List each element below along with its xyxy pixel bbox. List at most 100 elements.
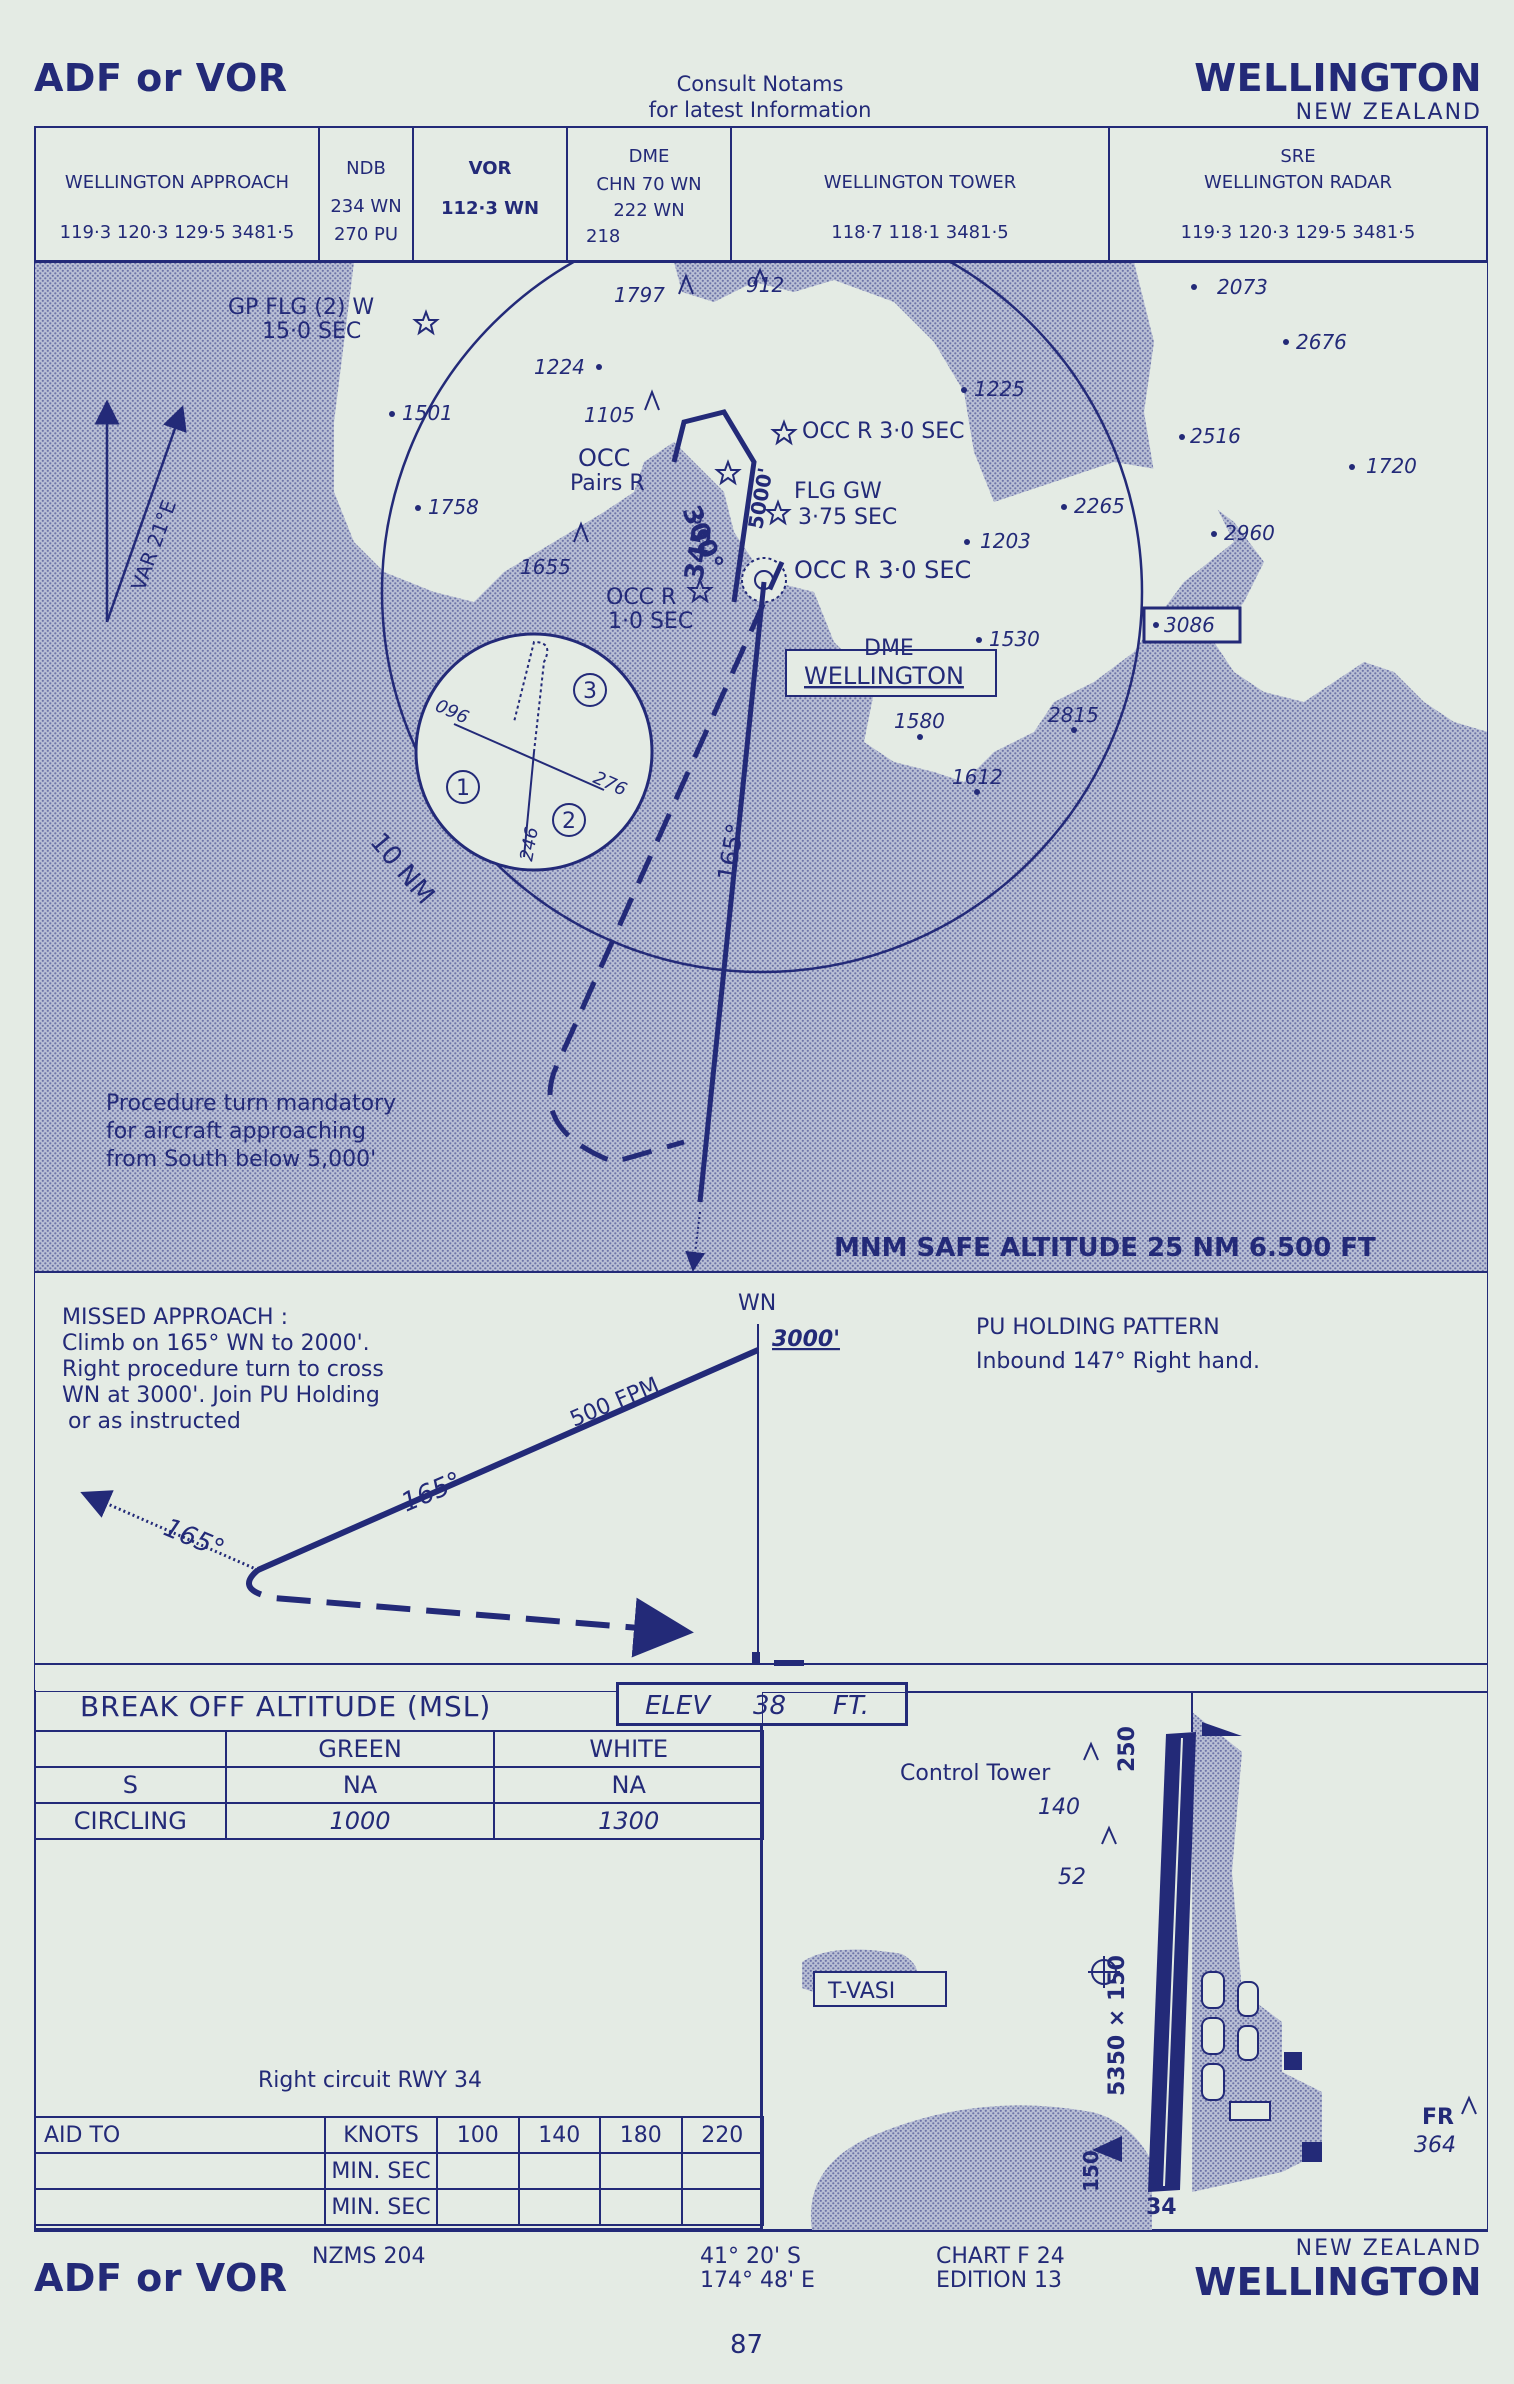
footer-rule xyxy=(34,2230,1488,2232)
climb-line xyxy=(256,1347,760,1573)
sector-2: 2 xyxy=(562,809,576,834)
timing-speed-180: 180 xyxy=(599,2116,683,2154)
footer-title-left: ADF or VOR xyxy=(34,2256,288,2300)
footer-edition: EDITION 13 xyxy=(936,2268,1063,2293)
tower-cell: WELLINGTON TOWER 118·7 118·1 3481·5 xyxy=(732,128,1110,260)
light-occ-r1: OCC R xyxy=(606,585,676,610)
light-labels: GP FLG (2) W 15·0 SEC OCC R 3·0 SEC OCC … xyxy=(228,295,971,634)
chart-subtitle-right: NEW ZEALAND xyxy=(1295,100,1482,125)
dme-box xyxy=(785,649,997,697)
timing-row-2: MIN. SEC xyxy=(324,2188,438,2226)
table-row: MIN. SEC xyxy=(34,2152,764,2190)
circuit-note: Right circuit RWY 34 xyxy=(258,2068,483,2093)
hdg-165-a: 165° xyxy=(397,1466,466,1518)
timing-knots: KNOTS xyxy=(324,2116,438,2154)
alt-3000: 3000' xyxy=(772,1327,840,1352)
footer-title-right: WELLINGTON xyxy=(1194,2260,1482,2304)
spot-1203: 1203 xyxy=(980,529,1031,553)
vor-label: VOR xyxy=(468,158,512,179)
profile-view: MISSED APPROACH : Climb on 165° WN to 20… xyxy=(34,1272,1488,1692)
minima-col-blank xyxy=(34,1730,227,1768)
fr-elevation: 364 xyxy=(1414,2133,1456,2158)
minima-table: GREEN WHITE S NA NA CIRCLING 1000 1300 xyxy=(34,1730,764,1840)
wn-label: WN xyxy=(738,1291,776,1316)
elev-value: 38 xyxy=(753,1691,787,1721)
obstacle-52: 52 xyxy=(1058,1865,1086,1890)
plan-view: 10 NM VAR 21°E 2073 2676 1797 912 1224 1… xyxy=(34,262,1488,1272)
timing-speed-140: 140 xyxy=(517,2116,601,2154)
mag-north-arrow xyxy=(105,405,187,623)
light-flg-sec: 3·75 SEC xyxy=(798,505,897,530)
tower-freqs: 118·7 118·1 3481·5 xyxy=(831,222,1009,243)
spot-1225: 1225 xyxy=(974,377,1025,401)
taxiways xyxy=(1201,1971,1259,2101)
row-circling-green: 1000 xyxy=(224,1802,496,1840)
footer-subtitle-right: NEW ZEALAND xyxy=(1295,2236,1482,2261)
spot-1105: 1105 xyxy=(584,403,635,427)
dme-line-2: 222 WN xyxy=(613,200,685,221)
note-line-2: for aircraft approaching xyxy=(106,1119,366,1144)
radar-name: WELLINGTON RADAR xyxy=(1203,172,1393,193)
holding-line-2: Inbound 147° Right hand. xyxy=(976,1349,1260,1374)
procedure-turn xyxy=(547,560,785,1165)
dme-line-3: 218 xyxy=(586,226,621,247)
turn-line xyxy=(246,1567,694,1658)
approach-cell: WELLINGTON APPROACH 119·3 120·3 129·5 34… xyxy=(36,128,320,260)
spot-2960: 2960 xyxy=(1224,521,1275,545)
tower-elevation: 140 xyxy=(1038,1795,1080,1820)
row-circling-white: 1300 xyxy=(493,1802,764,1840)
spot-1580: 1580 xyxy=(894,709,945,733)
dme-line-1: CHN 70 WN xyxy=(596,174,702,195)
initial-track xyxy=(671,409,757,603)
notams-line-1: Consult Notams xyxy=(676,72,844,96)
footer-lon: 174° 48' E xyxy=(700,2268,815,2293)
spot-3086-box xyxy=(1142,606,1242,644)
missed-line-2: Climb on 165° WN to 2000'. xyxy=(62,1331,370,1356)
dme-label: DME xyxy=(628,146,670,167)
runway-dimensions: 5350 × 150 xyxy=(1105,1955,1130,2096)
missed-line-1: MISSED APPROACH : xyxy=(62,1305,288,1330)
light-gp-sec: 15·0 SEC xyxy=(262,319,361,344)
elev-label: ELEV xyxy=(645,1691,711,1721)
row-circling-label: CIRCLING xyxy=(34,1802,227,1840)
minima-col-white: WHITE xyxy=(493,1730,764,1768)
missed-approach-text: MISSED APPROACH : Climb on 165° WN to 20… xyxy=(62,1305,384,1434)
light-occ-r3-top: OCC R 3·0 SEC xyxy=(802,419,965,444)
land-east xyxy=(1134,262,1488,732)
tvasi-box xyxy=(813,1971,947,2007)
spot-1501: 1501 xyxy=(402,401,453,425)
spot-2073: 2073 xyxy=(1217,275,1268,299)
light-occ-r1-sec: 1·0 SEC xyxy=(608,609,693,634)
radar-label: SRE xyxy=(1280,146,1316,167)
approach-tracks xyxy=(547,409,785,1272)
spot-2815: 2815 xyxy=(1048,703,1099,727)
tvasi-label: T-VASI xyxy=(827,1979,895,2004)
vor-value: 112·3 WN xyxy=(440,198,540,219)
radar-cell: SRE WELLINGTON RADAR 119·3 120·3 129·5 3… xyxy=(1110,128,1486,260)
note-line-1: Procedure turn mandatory xyxy=(106,1091,396,1116)
table-row: S NA NA xyxy=(34,1766,764,1804)
fr-label: FR xyxy=(1422,2105,1454,2130)
spot-1758: 1758 xyxy=(428,495,479,519)
missed-line-5: or as instructed xyxy=(68,1409,241,1434)
note-line-3: from South below 5,000' xyxy=(106,1147,376,1172)
elev-unit: FT. xyxy=(833,1691,870,1721)
timing-table: AID TO KNOTS 100 140 180 220 MIN. SEC MI… xyxy=(34,2116,764,2226)
sector-line-246 xyxy=(523,751,535,858)
row-s-green: NA xyxy=(224,1766,496,1804)
sector-3: 3 xyxy=(583,679,597,704)
star-symbols xyxy=(412,309,798,604)
timing-row-1: MIN. SEC xyxy=(324,2152,438,2190)
msa-label: MNM SAFE ALTITUDE 25 NM 6.500 FT xyxy=(834,1233,1376,1263)
aerodrome-obstacles xyxy=(1083,1741,1477,2115)
minima-panel xyxy=(34,1690,762,2230)
chart-title-left: ADF or VOR xyxy=(34,56,288,100)
break-off-title: BREAK OFF ALTITUDE (MSL) xyxy=(80,1690,492,1723)
notams-line-2: for latest Information xyxy=(648,98,872,122)
vor-station xyxy=(741,557,787,603)
spot-2676: 2676 xyxy=(1296,330,1347,354)
light-occ: OCC xyxy=(578,444,630,472)
spot-2516: 2516 xyxy=(1190,424,1241,448)
minima-col-green: GREEN xyxy=(224,1730,496,1768)
approach-freqs: 119·3 120·3 129·5 3481·5 xyxy=(59,222,295,243)
